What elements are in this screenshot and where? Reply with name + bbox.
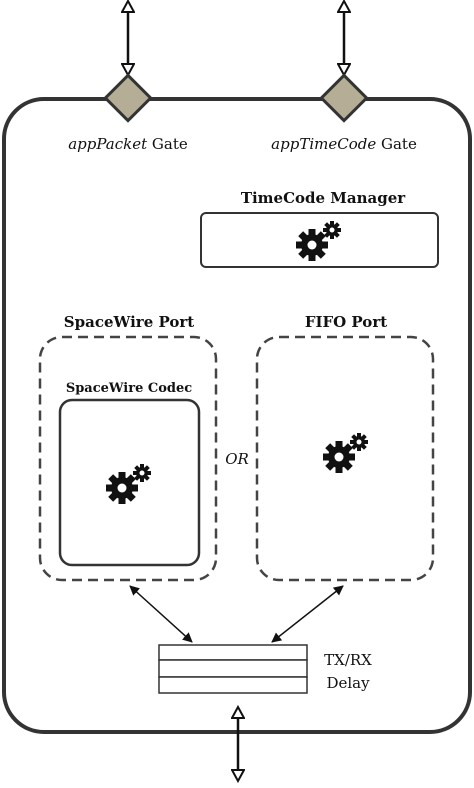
timecode-manager-label: TimeCode Manager	[241, 189, 406, 207]
spacewire-to-txrx-arrow	[129, 585, 193, 643]
app-timecode-gate-label: appTimeCode Gate	[271, 135, 417, 153]
fifo-to-txrx-arrow	[271, 585, 344, 643]
app-packet-gate	[103, 73, 153, 123]
app-timecode-gate	[319, 73, 369, 123]
app-packet-gate-label: appPacket Gate	[68, 135, 188, 153]
txrx-delay-queue	[158, 644, 308, 694]
or-label: OR	[225, 450, 249, 468]
txrx-label: TX/RX	[324, 651, 372, 669]
delay-label: Delay	[326, 674, 370, 692]
spacewire-codec-label: SpaceWire Codec	[66, 381, 192, 396]
fifo-port-label: FIFO Port	[305, 313, 387, 331]
spacewire-port-label: SpaceWire Port	[64, 313, 194, 331]
